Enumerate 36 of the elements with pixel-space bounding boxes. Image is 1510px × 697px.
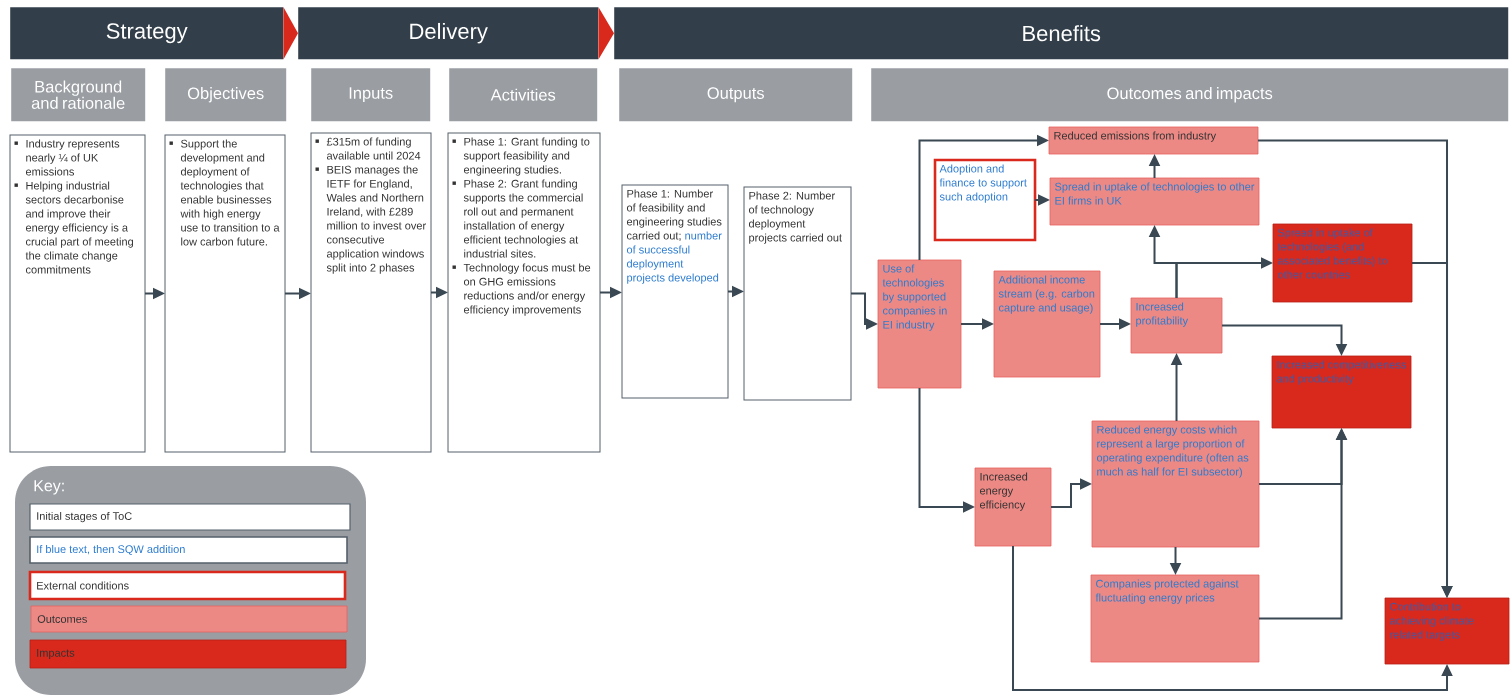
text-box: £315m of funding available until 2024 BEIS manages the IETF for England, Wales and Northern Ireland, with £289 million to invest over consecutive application windows split into 2 phases bbox=[310, 132, 432, 453]
outcome-box: Additional income stream (e.g. carbon capture and usage) bbox=[993, 270, 1101, 378]
section-header: Activities bbox=[449, 68, 598, 122]
legend-entry: External conditions bbox=[28, 570, 347, 601]
outcome-box: Reduced energy costs which represent a large proportion of operating expenditure (often as much as half for EI subsector) bbox=[1091, 420, 1260, 548]
impact-box: Increased competitiveness and productivity bbox=[1271, 355, 1412, 429]
outcome-box: Use of technologies by supported companies in EI industry bbox=[877, 259, 962, 389]
text-box: Phase 2: Number of technology deployment projects carried out bbox=[743, 186, 852, 401]
outcome-box: Increased profitability bbox=[1130, 297, 1223, 354]
text-box: Industry represents nearly ¼ of UK emissions Helping industrial sectors decarbonise and improve their energy efficiency is a crucial part of meeting the climate change commitments bbox=[9, 134, 146, 453]
outcome-box: Increased energy efficiency bbox=[974, 467, 1052, 547]
outcome-box: Reduced emissions from industry bbox=[1048, 126, 1259, 155]
text-box: Phase 1: Number of feasibility and engineering studies carried out; number of successful deployment projects developed bbox=[621, 184, 729, 399]
legend-entry: Outcomes bbox=[30, 605, 348, 633]
chevron-arrow bbox=[598, 7, 614, 60]
section-header: Outputs bbox=[619, 68, 853, 122]
section-header: Background and rationale bbox=[11, 68, 146, 122]
header-band: Strategy bbox=[10, 7, 284, 60]
impact-box: Spread in uptake of technologies (and associated benefits) to other countries bbox=[1272, 223, 1413, 303]
section-header: Objectives bbox=[165, 68, 287, 122]
legend-entry: Initial stages of ToC bbox=[29, 503, 351, 531]
legend-entry: Impacts bbox=[29, 639, 347, 669]
text-box: Support the development and deployment of technologies that enable businesses with high energy use to transition to a low carbon future. bbox=[164, 134, 286, 453]
arrow bbox=[1012, 545, 1453, 691]
chevron-arrow bbox=[283, 7, 298, 60]
condition-box: Adoption and finance to support such adoption bbox=[933, 158, 1037, 242]
section-header: Inputs bbox=[311, 68, 431, 122]
outcome-box: Companies protected against fluctuating energy prices bbox=[1090, 574, 1260, 663]
outcome-box: Spread in uptake of technologies to other EI firms in UK bbox=[1049, 177, 1260, 226]
text-box: Phase 1: Grant funding to support feasibility and engineering studies. Phase 2: Grant funding supports the commercial roll out and permanent installation of energy efficient technologies at industrial sites. Technology focus must be on GHG emissions reductions and/or energy efficiency improvements bbox=[447, 132, 601, 453]
legend-entry: If blue text, then SQW addition bbox=[29, 536, 348, 564]
section-header: Outcomes and impacts bbox=[871, 68, 1509, 122]
header-band: Delivery bbox=[298, 7, 599, 60]
key-heading: Key: bbox=[34, 480, 64, 495]
header-band: Benefits bbox=[614, 7, 1509, 60]
impact-box: Contribution to achieving climate related targets bbox=[1384, 597, 1510, 665]
